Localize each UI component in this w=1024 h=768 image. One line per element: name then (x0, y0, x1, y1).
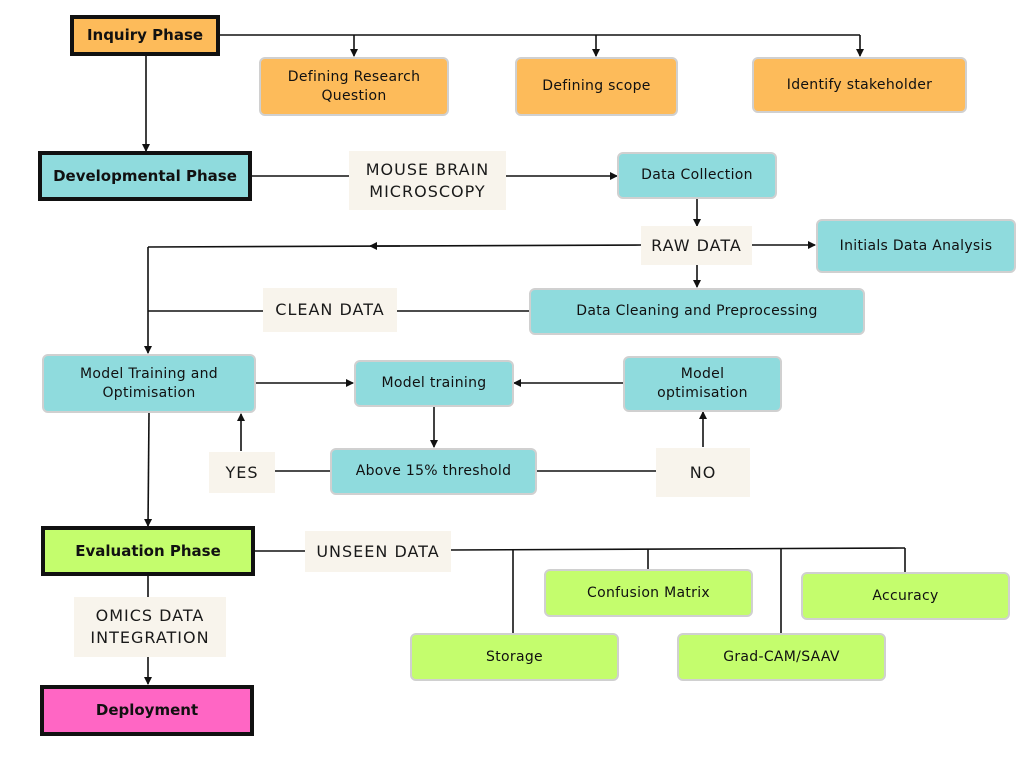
evaluation-phase-label: Evaluation Phase (75, 541, 221, 560)
no-label: NO (656, 448, 750, 497)
research-question-node: Defining Research Question (259, 57, 449, 116)
model-training-text: Model training (381, 375, 487, 392)
source-label-text: MOUSE BRAIN MICROSCOPY (365, 159, 490, 201)
initial-analysis-text: Initials Data Analysis (839, 237, 993, 254)
no-text: NO (689, 462, 717, 482)
evaluation-phase-box: Evaluation Phase (41, 526, 255, 576)
model-optimisation-node: Model optimisation (623, 356, 782, 412)
storage-node: Storage (410, 633, 619, 681)
threshold-node: Above 15% threshold (330, 448, 537, 495)
model-training-optimisation-text: Model Training and Optimisation (80, 365, 218, 401)
initial-analysis-node: Initials Data Analysis (816, 219, 1016, 273)
source-label: MOUSE BRAIN MICROSCOPY (349, 151, 506, 210)
confusion-matrix-node: Confusion Matrix (544, 569, 753, 617)
scope-node: Defining scope (515, 57, 678, 116)
threshold-text: Above 15% threshold (355, 463, 512, 480)
research-question-text: Defining Research Question (287, 68, 421, 104)
developmental-phase-label: Developmental Phase (53, 166, 237, 185)
cleaning-text: Data Cleaning and Preprocessing (576, 303, 818, 320)
raw-data-label: RAW DATA (641, 226, 752, 265)
arrow-mto-to-evaluation (144, 412, 153, 527)
data-collection-text: Data Collection (641, 167, 753, 184)
deployment-phase-box: Deployment (40, 685, 254, 736)
yes-label: YES (209, 452, 275, 493)
developmental-phase-box: Developmental Phase (38, 151, 252, 201)
clean-data-label: CLEAN DATA (263, 288, 397, 332)
evaluation-bus-line (450, 547, 906, 551)
unseen-data-label: UNSEEN DATA (305, 531, 451, 572)
stakeholder-node: Identify stakeholder (752, 57, 967, 113)
inquiry-phase-label: Inquiry Phase (86, 26, 204, 45)
yes-text: YES (225, 462, 259, 482)
data-collection-node: Data Collection (617, 152, 777, 199)
accuracy-node: Accuracy (801, 572, 1010, 620)
omics-text: OMICS DATA INTEGRATION (90, 606, 210, 647)
model-training-optimisation-node: Model Training and Optimisation (42, 354, 256, 413)
accuracy-text: Accuracy (872, 587, 939, 604)
model-optimisation-text: Model optimisation (657, 366, 748, 401)
raw-data-text: RAW DATA (651, 235, 742, 255)
deployment-phase-label: Deployment (95, 701, 199, 720)
unseen-data-text: UNSEEN DATA (316, 541, 440, 561)
omics-label: OMICS DATA INTEGRATION (74, 597, 226, 657)
gradcam-node: Grad-CAM/SAAV (677, 633, 886, 681)
inquiry-phase-box: Inquiry Phase (70, 15, 220, 56)
confusion-matrix-text: Confusion Matrix (587, 584, 710, 601)
storage-text: Storage (486, 648, 543, 665)
cleaning-node: Data Cleaning and Preprocessing (529, 288, 865, 335)
clean-data-text: CLEAN DATA (275, 300, 385, 320)
scope-text: Defining scope (542, 78, 651, 95)
gradcam-text: Grad-CAM/SAAV (723, 648, 840, 665)
stakeholder-text: Identify stakeholder (786, 76, 933, 93)
model-training-node: Model training (354, 360, 514, 407)
